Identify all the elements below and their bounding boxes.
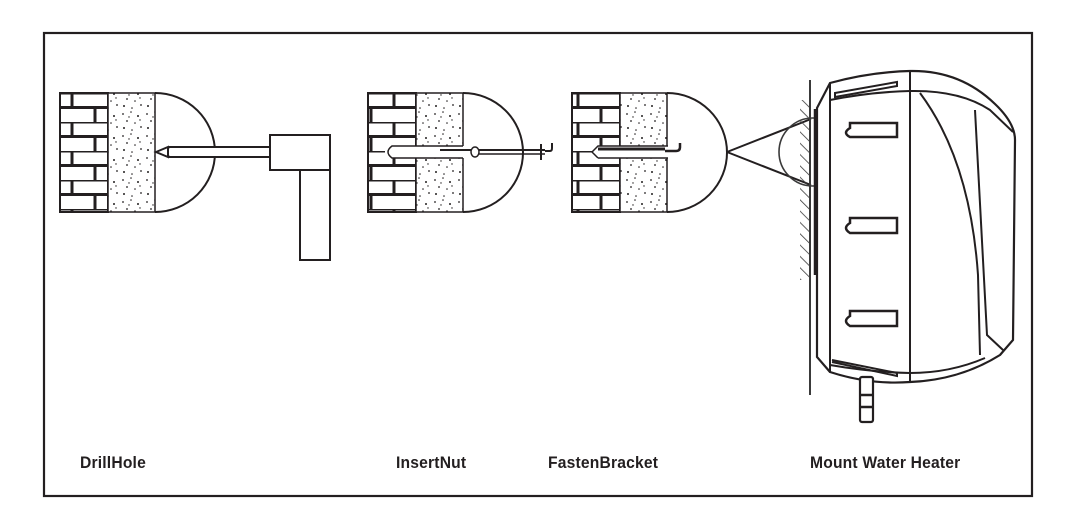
drill-bit-tip <box>153 145 169 159</box>
step-label-drill-hole: DrillHole <box>80 453 146 472</box>
top-vent-slot <box>834 80 898 99</box>
heater-body <box>815 69 1017 384</box>
detail-lens <box>462 92 524 213</box>
heater-bottom-panel <box>829 357 986 375</box>
drilled-hole <box>385 146 465 158</box>
brick-wall <box>59 92 109 213</box>
drill-hole-illustration <box>59 92 331 261</box>
mount-water-heater-illustration <box>778 69 1017 424</box>
drill-bit <box>164 146 271 158</box>
fasten-bracket-illustration <box>571 92 812 213</box>
vent-slot <box>844 121 899 139</box>
drill-body <box>269 134 331 171</box>
heater-top-panel <box>829 89 1014 133</box>
concrete-layer <box>107 92 156 213</box>
hole-outline <box>387 145 463 159</box>
zoom-callout-line <box>726 151 812 186</box>
step-label-insert-nut: InsertNut <box>396 453 467 472</box>
zoom-callout-line <box>726 118 812 153</box>
step-label-fasten-bracket: FastenBracket <box>548 453 659 472</box>
heater-front-curve <box>919 92 981 356</box>
drill-handle <box>299 169 331 261</box>
vent-slot <box>844 309 899 328</box>
vent-slot <box>844 216 899 235</box>
anchor-outline <box>591 145 668 159</box>
bottom-vent-slot <box>831 359 898 378</box>
bolt-hook <box>545 143 553 152</box>
detail-lens <box>666 92 728 213</box>
heater-side-panel <box>974 109 1004 351</box>
water-inlet-pipe <box>858 375 875 424</box>
anchor-sleeve <box>470 146 480 158</box>
wall-hatching <box>800 100 810 280</box>
bracket-hook <box>665 143 682 153</box>
insert-nut-illustration <box>367 92 553 213</box>
diagram-frame <box>42 31 1034 498</box>
step-label-mount-water-heater: Mount Water Heater <box>810 453 961 472</box>
